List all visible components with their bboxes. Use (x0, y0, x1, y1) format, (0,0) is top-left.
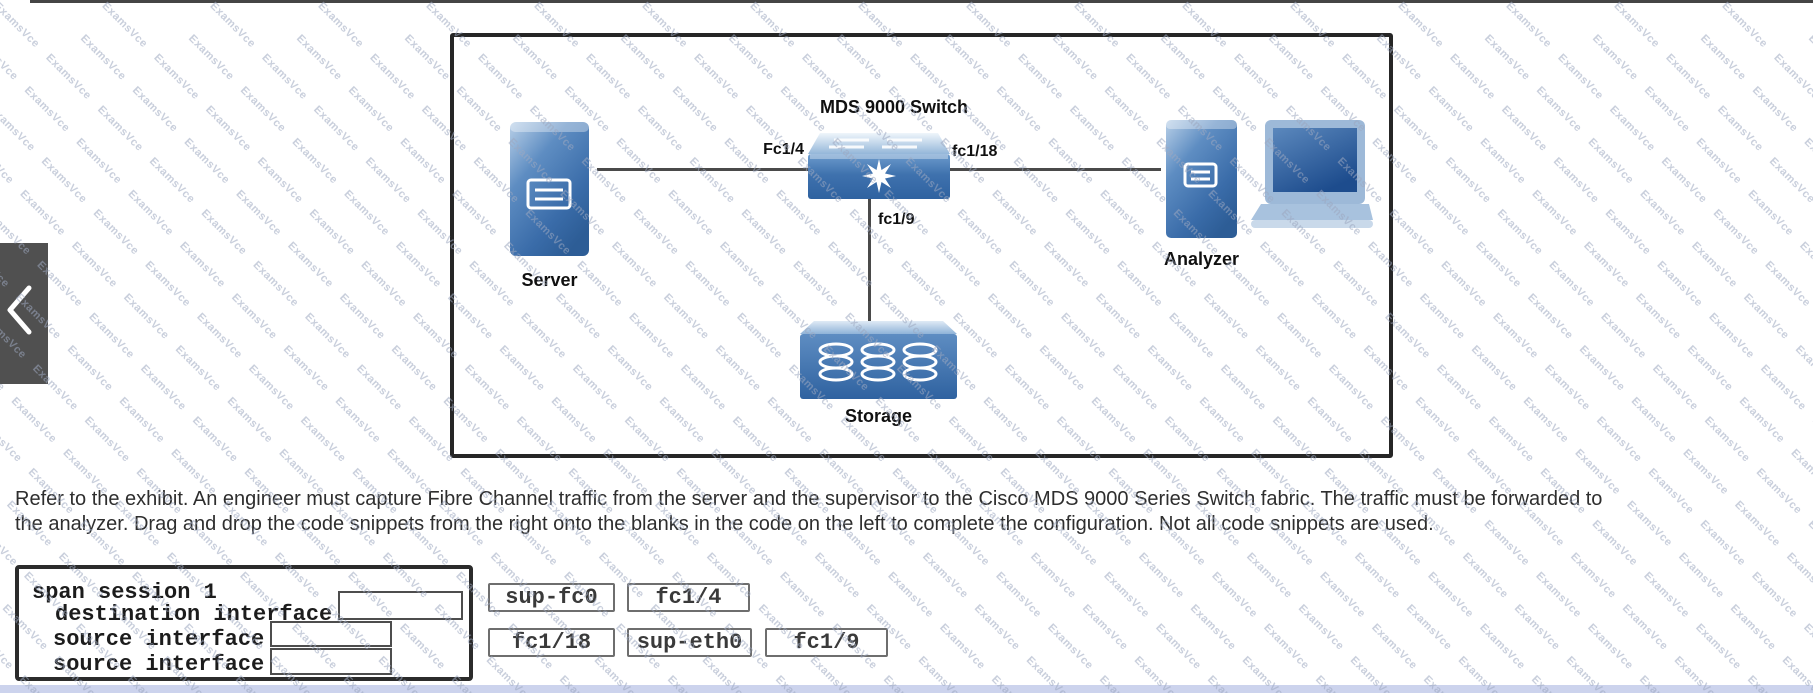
snippet-sup-fc0[interactable]: sup-fc0 (488, 583, 615, 612)
chevron-left-icon (7, 285, 32, 335)
previous-question-button[interactable] (0, 243, 48, 384)
storage-array-icon (800, 321, 957, 404)
drop-blank-destination[interactable] (338, 591, 463, 620)
drop-blank-source-1[interactable] (270, 621, 392, 647)
link-switch-analyzer (950, 168, 1161, 171)
port-label-fc1-18: fc1/18 (952, 143, 998, 160)
top-divider (30, 0, 1813, 3)
bottom-strip (0, 685, 1813, 693)
watermark-text: ExamsVce ExamsVce ExamsVce ExamsVce Exam… (1558, 0, 1813, 693)
analyzer-tower-icon (1160, 118, 1243, 245)
code-panel: span session 1 destination interface sou… (15, 565, 473, 681)
server-tower-icon (502, 120, 597, 263)
watermark-text: ExamsVce ExamsVce ExamsVce ExamsVce Exam… (1774, 0, 1813, 693)
storage-label: Storage (844, 406, 913, 426)
watermark-text: ExamsVce ExamsVce ExamsVce ExamsVce Exam… (1396, 0, 1813, 693)
watermark-text: ExamsVce ExamsVce ExamsVce ExamsVce Exam… (1612, 0, 1813, 693)
code-line-source-interface-1: source interface (53, 627, 265, 652)
snippet-fc1-18[interactable]: fc1/18 (488, 628, 615, 657)
question-text-line1: Refer to the exhibit. An engineer must c… (15, 488, 1603, 510)
exhibit-diagram: MDS 9000 Switch (450, 33, 1393, 458)
watermark-text: ExamsVce ExamsVce ExamsVce ExamsVce Exam… (1666, 0, 1813, 693)
question-text-line2: the analyzer. Drag and drop the code sni… (15, 513, 1434, 535)
laptop-icon (1251, 120, 1373, 237)
code-line-source-interface-2: source interface (53, 652, 265, 677)
analyzer-label: Analyzer (1163, 249, 1240, 269)
switch-label: MDS 9000 Switch (819, 97, 969, 117)
drop-blank-source-2[interactable] (270, 648, 392, 675)
watermark-text: ExamsVce ExamsVce ExamsVce ExamsVce Exam… (1450, 0, 1813, 693)
question-text: Refer to the exhibit. An engineer must c… (15, 487, 1810, 537)
link-server-switch (597, 168, 809, 171)
port-label-fc1-4: Fc1/4 (763, 141, 804, 158)
link-switch-storage (868, 197, 871, 322)
snippet-fc1-4[interactable]: fc1/4 (627, 583, 750, 612)
watermark-text: ExamsVce ExamsVce ExamsVce ExamsVce Exam… (1342, 0, 1813, 693)
code-line-span-session: span session 1 (32, 580, 217, 605)
mds-switch-icon (808, 133, 950, 204)
snippet-sup-eth0[interactable]: sup-eth0 (627, 628, 752, 657)
watermark-text: ExamsVce ExamsVce ExamsVce ExamsVce Exam… (1504, 0, 1813, 693)
port-label-fc1-9: fc1/9 (878, 211, 915, 228)
server-label: Server (521, 270, 578, 290)
snippet-fc1-9[interactable]: fc1/9 (765, 628, 888, 657)
watermark-text: ExamsVce ExamsVce ExamsVce ExamsVce Exam… (1720, 0, 1813, 693)
